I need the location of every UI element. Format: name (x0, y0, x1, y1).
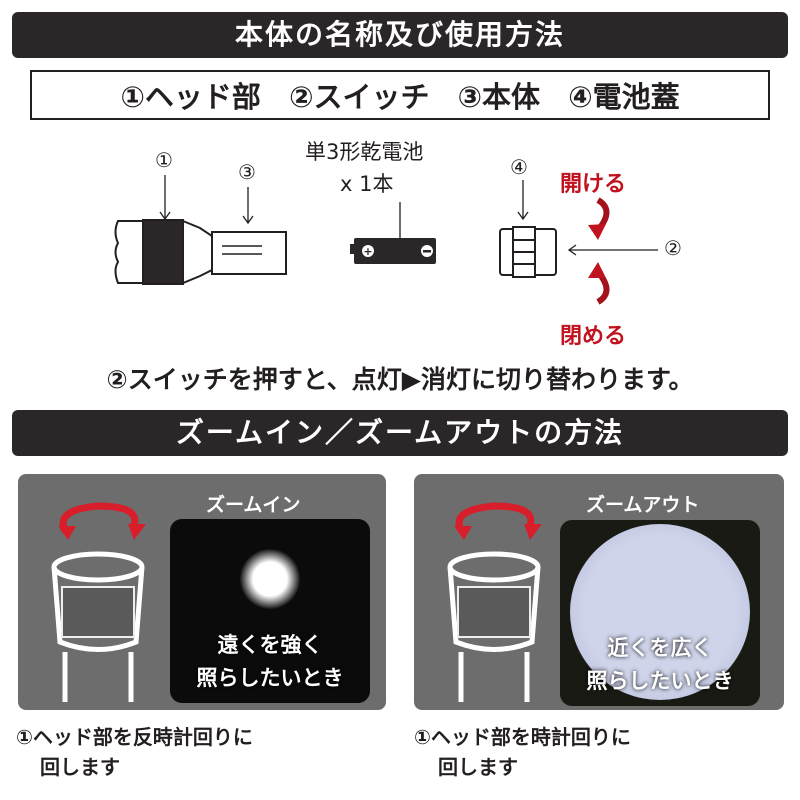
arrow-icon (159, 175, 658, 256)
battery-cover-icon (499, 226, 557, 278)
label-4: ④ (510, 155, 528, 179)
part-head: ①ヘッド部 (120, 80, 261, 114)
minus-icon (423, 250, 431, 253)
label-2: ② (664, 236, 682, 260)
part-body: ③本体 (457, 80, 541, 114)
switch-instruction: ②スイッチを押すと、点灯▶消灯に切り替わります。 (106, 365, 694, 394)
battery-count: x 1本 (340, 172, 394, 196)
head-rotate-ccw-icon (51, 502, 146, 702)
battery-icon: + (350, 238, 436, 264)
narrow-beam-photo: 遠くを強く 照らしたいとき (170, 519, 370, 703)
plus-icon: + (363, 245, 372, 258)
parts-list: ①ヘッド部 ②スイッチ ③本体 ④電池蓋 (30, 70, 770, 120)
zoom-in-panel: ズームイン 遠くを強く 照らしたいとき (18, 474, 386, 710)
section-header-zoom: ズームイン／ズームアウトの方法 (12, 410, 788, 456)
zoom-out-panel: ズームアウト 近くを広く 照らしたいとき (414, 474, 784, 710)
zoom-in-line1: 遠くを強く (217, 633, 323, 657)
part-battery-cover: ④電池蓋 (568, 80, 680, 114)
head-rotate-cw-icon (447, 502, 542, 702)
zoom-out-caption-line1: ①ヘッド部を時計回りに (414, 725, 631, 749)
battery-type: 単3形乾電池 (305, 140, 424, 164)
zoom-in-caption-line1: ①ヘッド部を反時計回りに (16, 725, 253, 749)
zoom-out-line1: 近くを広く (607, 636, 713, 660)
wide-beam-photo: 近くを広く 照らしたいとき (560, 520, 760, 706)
zoom-in-title: ズームイン (206, 494, 301, 516)
label-3: ③ (238, 160, 256, 184)
section-header-parts: 本体の名称及び使用方法 (12, 12, 788, 58)
zoom-in-caption: ①ヘッド部を反時計回りに 回します (16, 722, 253, 782)
zoom-in-caption-line2: 回します (40, 755, 120, 779)
flashlight-icon (114, 219, 287, 285)
zoom-in-line2: 照らしたいとき (196, 666, 344, 690)
zoom-out-line2: 照らしたいとき (586, 669, 734, 693)
parts-diagram: + (114, 175, 658, 305)
close-label: 閉める (560, 324, 627, 349)
open-label: 開ける (560, 172, 627, 197)
part-switch: ②スイッチ (288, 80, 430, 114)
zoom-out-title: ズームアウト (586, 494, 700, 516)
rotate-arrows-icon (595, 197, 610, 305)
label-1: ① (155, 148, 173, 172)
zoom-out-caption: ①ヘッド部を時計回りに 回します (414, 722, 631, 782)
zoom-out-caption-line2: 回します (438, 755, 518, 779)
